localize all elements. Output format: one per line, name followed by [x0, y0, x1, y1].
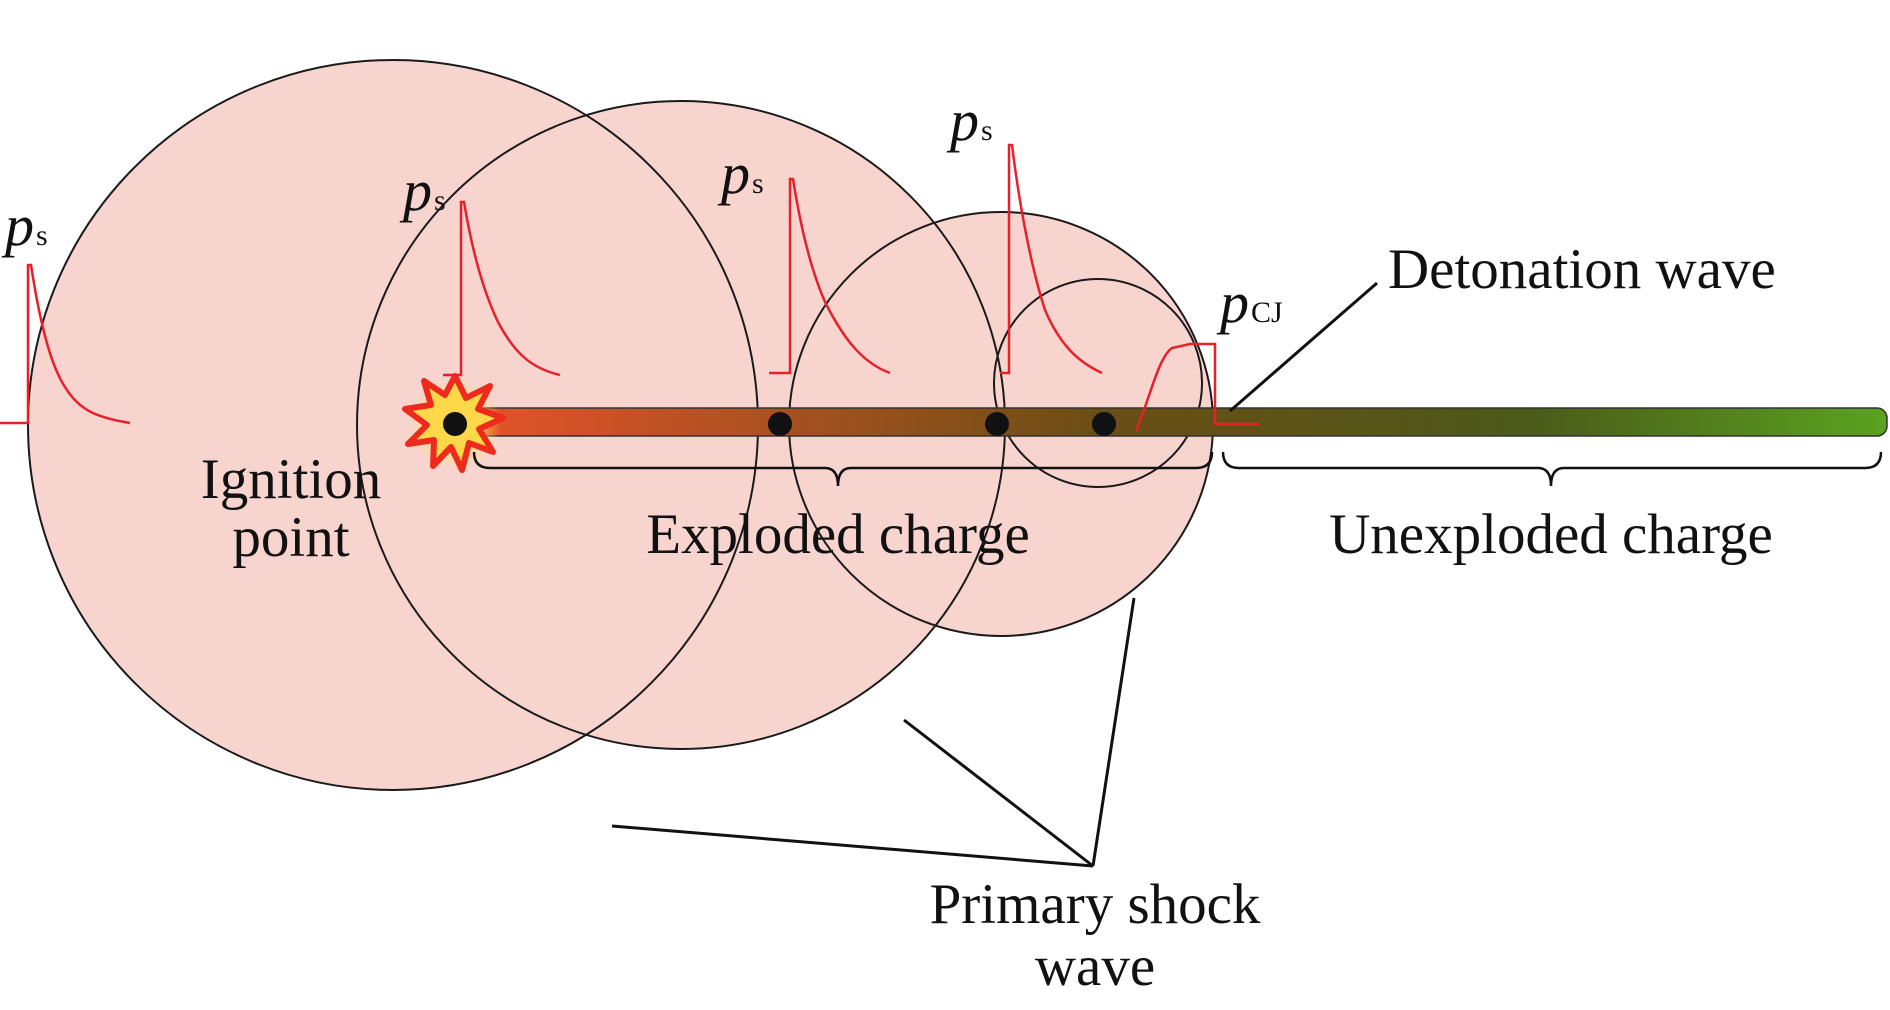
primary-shock-label-line1: Primary shock: [930, 873, 1261, 936]
primary-shock-label-line2: wave: [1035, 935, 1155, 998]
pressure-subscript: CJ: [1251, 296, 1283, 329]
pressure-symbol: p: [1216, 270, 1249, 335]
unexploded-charge-label: Unexploded charge: [1329, 503, 1773, 566]
shock-circle-4: [994, 279, 1202, 487]
ignition-label-line2: point: [232, 506, 349, 569]
pressure-subscript: s: [36, 219, 48, 252]
charge-bar: [454, 407, 1888, 437]
pressure-label-cj: pCJ: [1216, 270, 1283, 335]
charge-dot-1: [768, 412, 792, 436]
pressure-curve-4: [1000, 143, 1103, 375]
ignition-label-line1: Ignition: [201, 448, 382, 511]
pressure-labels: ps ps ps ps pCJ: [1, 88, 1283, 335]
unexploded-charge-brace: [1221, 451, 1883, 487]
pressure-symbol: p: [717, 141, 750, 206]
pressure-subscript: s: [981, 114, 993, 147]
pressure-curve-3: [769, 177, 891, 375]
pressure-symbol: p: [399, 158, 432, 223]
detonation-wave-label: Detonation wave: [1388, 238, 1776, 301]
pressure-curve-cj: [1134, 342, 1260, 432]
pressure-label-4: ps: [946, 88, 993, 153]
pressure-subscript: s: [434, 184, 446, 217]
pressure-symbol: p: [946, 88, 979, 153]
braces: [472, 451, 1883, 487]
charge-position-dots: [768, 412, 1116, 436]
text-labels: Detonation wave Ignition point Exploded …: [201, 238, 1776, 998]
pressure-label-3: ps: [717, 141, 764, 206]
charge-dot-3: [1092, 412, 1116, 436]
pressure-curve-2: [443, 200, 561, 377]
pressure-subscript: s: [752, 167, 764, 200]
leader-lines: [611, 281, 1378, 868]
primary-shock-leader-3: [1091, 597, 1136, 867]
pressure-label-1: ps: [1, 193, 48, 258]
charge-dot-2: [985, 412, 1009, 436]
primary-shock-leader-2: [903, 718, 1094, 868]
pressure-curves: [0, 143, 1260, 432]
exploded-charge-label: Exploded charge: [646, 503, 1030, 566]
exploded-charge-brace: [472, 451, 1214, 487]
pressure-symbol: p: [1, 193, 34, 258]
detonation-wave-leader: [1229, 281, 1378, 413]
pressure-curve-1: [0, 263, 131, 425]
ignition-burst-icon: [402, 373, 506, 473]
shock-circle-4-outline: [993, 278, 1203, 488]
primary-shock-leader-1: [611, 824, 1094, 868]
pressure-label-2: ps: [399, 158, 446, 223]
